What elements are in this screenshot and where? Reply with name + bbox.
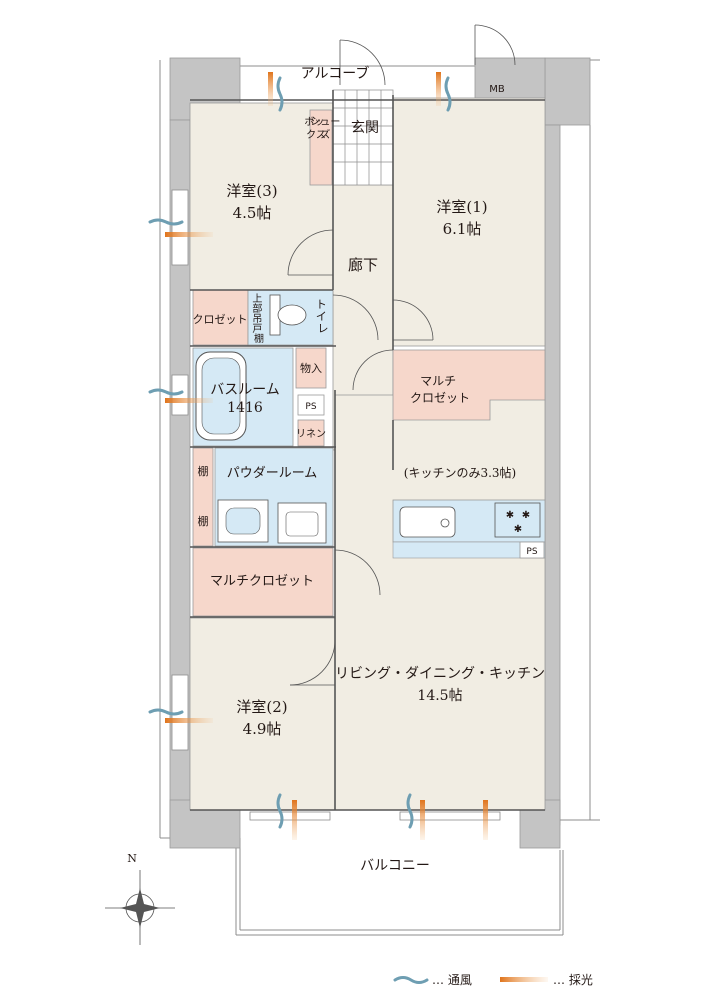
western1-size: 6.1帖: [443, 220, 482, 238]
compass-north: N: [127, 852, 137, 865]
shelf-label-top: 棚: [198, 464, 209, 478]
western2-name: 洋室(2): [236, 698, 287, 716]
daylight-legend-icon: [500, 977, 548, 982]
daylight-symbols: [165, 72, 488, 840]
room-entrance: [332, 89, 394, 186]
room-linen: [297, 419, 325, 447]
balcony-label: バルコニー: [360, 858, 430, 874]
bathtub: [195, 351, 247, 441]
ldk-size: 14.5帖: [417, 688, 462, 704]
stove: [494, 502, 541, 538]
multi-closet-label: マルチクロゼット: [210, 574, 314, 589]
powder-label: パウダールーム: [227, 466, 318, 481]
room-western1: [392, 97, 546, 347]
burner-icon: ✱: [514, 524, 522, 535]
toilet-label: ト イ レ: [316, 298, 331, 335]
multi-closet-top-label: マルチ クロゼット: [410, 374, 470, 405]
room-storage: [295, 347, 327, 389]
shoe-box: [309, 109, 333, 186]
sink: [399, 506, 456, 538]
room-western2: [189, 617, 336, 811]
bathroom-label: バスルーム: [210, 382, 280, 398]
alcove-label: アルコーブ: [301, 65, 370, 82]
western1-name: 洋室(1): [436, 198, 487, 216]
shoe-box-label: シュー ズ ボッ クス: [304, 116, 343, 141]
ps-label: PS: [305, 402, 316, 412]
kitchen-counter: ✱ ✱ ✱: [392, 499, 546, 559]
ldk-name: リビング・ダイニング・キッチン: [335, 666, 545, 682]
toilet-fixture: [269, 294, 307, 336]
room-multi-closet-left: [192, 547, 334, 617]
ps-kitchen-label: PS: [526, 547, 537, 557]
burner-icon: ✱: [506, 510, 514, 521]
storage-label: 物入: [300, 361, 322, 375]
room-closet: [192, 289, 249, 346]
outer-frame: [159, 59, 600, 936]
ventilation-legend-icon: [393, 976, 429, 984]
western3-size: 4.5帖: [233, 204, 272, 222]
door-swings: [287, 24, 516, 686]
ps-kitchen-box: [519, 541, 545, 559]
legend: … 通風 … 採光: [393, 973, 593, 987]
closet-label: クロゼット: [193, 313, 248, 326]
upper-shelf-label: 上 部 吊 戸 棚: [252, 293, 265, 345]
mb-label: MB: [489, 84, 505, 95]
burner-icon: ✱: [522, 510, 530, 521]
washstand: [217, 499, 327, 544]
western3-name: 洋室(3): [226, 182, 277, 200]
shelf-label-bottom: 棚: [198, 514, 209, 528]
kitchen-note: (キッチンのみ3.3帖): [404, 465, 516, 480]
compass-icon: [105, 870, 175, 945]
entrance-tiles: [333, 90, 393, 185]
ventilation-symbols: [148, 76, 452, 829]
entrance-label: 玄関: [351, 119, 379, 136]
room-shelf-strip: [192, 447, 214, 547]
bath-size-label: 1416: [227, 400, 263, 416]
windows: [171, 189, 501, 821]
linen-label: リネン: [296, 428, 326, 440]
legend-daylight: … 採光: [553, 973, 593, 987]
room-ldk: [334, 394, 546, 811]
legend-ventilation: … 通風: [432, 973, 472, 987]
western2-size: 4.9帖: [243, 720, 282, 738]
floors: [189, 89, 546, 811]
room-western3: [189, 102, 334, 291]
hallway-label: 廊下: [348, 256, 378, 274]
ps-box: [297, 394, 325, 416]
